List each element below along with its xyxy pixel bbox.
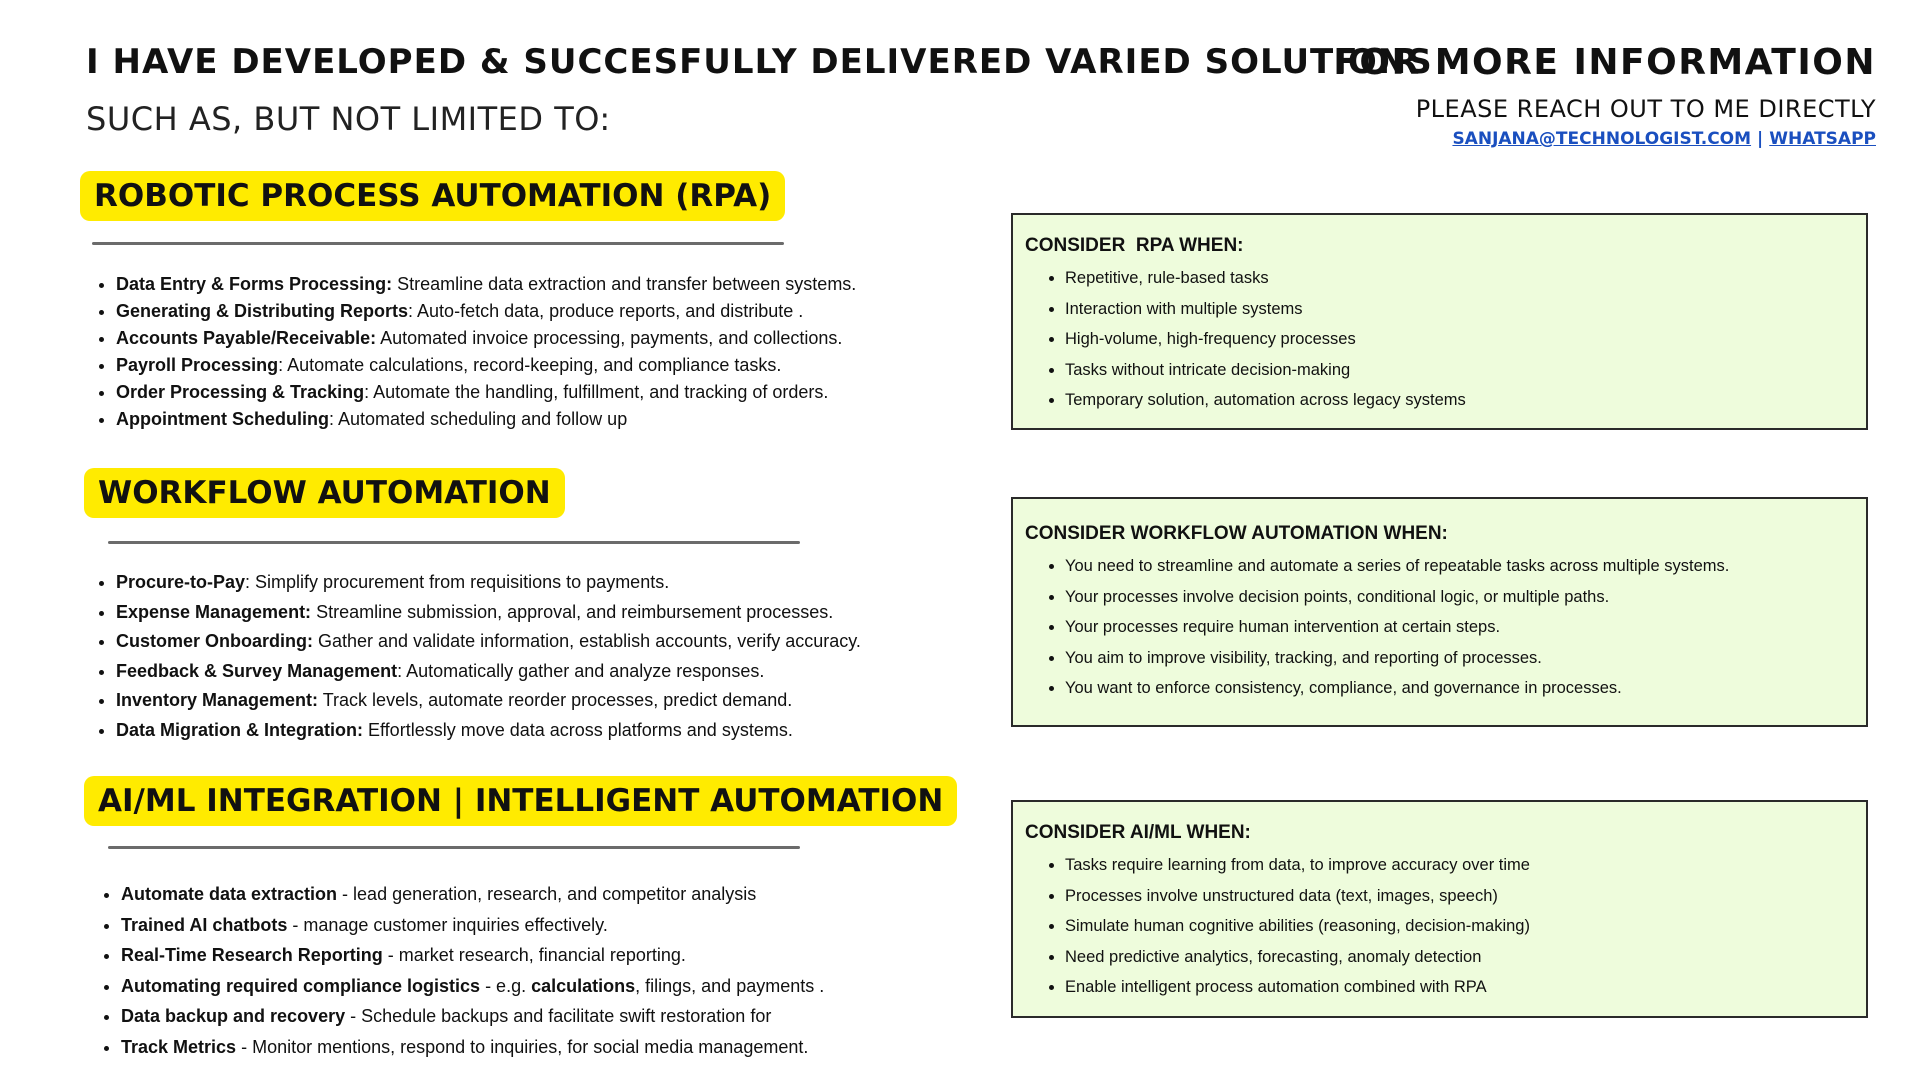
box-title: CONSIDER AI/ML WHEN: — [1025, 822, 1251, 843]
list-item: Simulate human cognitive abilities (reas… — [1065, 911, 1866, 942]
consider-workflow-box: CONSIDER WORKFLOW AUTOMATION WHEN: You n… — [1011, 497, 1868, 727]
list-item: Interaction with multiple systems — [1065, 294, 1866, 325]
page-headline: I HAVE DEVELOPED & SUCCESFULLY DELIVERED… — [86, 42, 1433, 82]
section-title-aiml: AI/ML INTEGRATION | INTELLIGENT AUTOMATI… — [84, 776, 958, 826]
consider-rpa-box: CONSIDER RPA WHEN: Repetitive, rule-base… — [1011, 213, 1868, 430]
workflow-solutions-list: Procure-to-Pay: Simplify procurement fro… — [86, 568, 861, 745]
list-item: Inventory Management: Track levels, auto… — [116, 686, 861, 716]
box-list: Tasks require learning from data, to imp… — [1025, 850, 1866, 1003]
email-link[interactable]: SANJANA@TECHNOLOGIST.COM — [1452, 129, 1752, 149]
list-item: Procure-to-Pay: Simplify procurement fro… — [116, 568, 861, 598]
box-list: Repetitive, rule-based tasks Interaction… — [1025, 263, 1866, 416]
list-item: Enable intelligent process automation co… — [1065, 972, 1866, 1003]
list-item: Order Processing & Tracking: Automate th… — [116, 379, 856, 406]
list-item: Accounts Payable/Receivable: Automated i… — [116, 325, 856, 352]
section-divider-aiml — [108, 846, 800, 849]
box-title: CONSIDER RPA WHEN: — [1025, 235, 1244, 256]
list-item: You need to streamline and automate a se… — [1065, 551, 1866, 582]
contact-subtitle: PLEASE REACH OUT TO ME DIRECTLY — [1415, 95, 1876, 123]
list-item: Customer Onboarding: Gather and validate… — [116, 627, 861, 657]
list-item: Automating required compliance logistics… — [121, 971, 824, 1002]
list-item: Processes involve unstructured data (tex… — [1065, 881, 1866, 912]
list-item: Real-Time Research Reporting - market re… — [121, 940, 824, 971]
list-item: High-volume, high-frequency processes — [1065, 324, 1866, 355]
contact-block: FOR MORE INFORMATION PLEASE REACH OUT TO… — [1156, 42, 1876, 149]
list-item: Track Metrics - Monitor mentions, respon… — [121, 1032, 824, 1063]
list-item: Your processes involve decision points, … — [1065, 582, 1866, 613]
list-item: Need predictive analytics, forecasting, … — [1065, 942, 1866, 973]
section-title-workflow: WORKFLOW AUTOMATION — [84, 468, 565, 518]
consider-aiml-box: CONSIDER AI/ML WHEN: Tasks require learn… — [1011, 800, 1868, 1018]
list-item: Trained AI chatbots - manage customer in… — [121, 910, 824, 941]
link-separator: | — [1757, 129, 1764, 149]
section-title-rpa: ROBOTIC PROCESS AUTOMATION (RPA) — [80, 171, 786, 221]
list-item: You want to enforce consistency, complia… — [1065, 673, 1866, 704]
list-item: Payroll Processing: Automate calculation… — [116, 352, 856, 379]
contact-links: SANJANA@TECHNOLOGIST.COM|WHATSAPP — [1156, 129, 1876, 149]
list-item: Automate data extraction - lead generati… — [121, 879, 824, 910]
list-item: Tasks require learning from data, to imp… — [1065, 850, 1866, 881]
list-item: Data Entry & Forms Processing: Streamlin… — [116, 271, 856, 298]
section-divider-rpa — [92, 242, 784, 245]
page-subheading: SUCH AS, BUT NOT LIMITED TO: — [86, 100, 611, 138]
list-item: Generating & Distributing Reports: Auto-… — [116, 298, 856, 325]
list-item: Feedback & Survey Management: Automatica… — [116, 657, 861, 687]
list-item: Your processes require human interventio… — [1065, 612, 1866, 643]
list-item: Data Migration & Integration: Effortless… — [116, 716, 861, 746]
box-title: CONSIDER WORKFLOW AUTOMATION WHEN: — [1025, 523, 1448, 544]
list-item: Tasks without intricate decision-making — [1065, 355, 1866, 386]
list-item: Appointment Scheduling: Automated schedu… — [116, 406, 856, 433]
list-item: Temporary solution, automation across le… — [1065, 385, 1866, 416]
section-divider-workflow — [108, 541, 800, 544]
list-item: Repetitive, rule-based tasks — [1065, 263, 1866, 294]
list-item: Expense Management: Streamline submissio… — [116, 598, 861, 628]
contact-title: FOR MORE INFORMATION — [1333, 42, 1876, 83]
list-item: Data backup and recovery - Schedule back… — [121, 1001, 824, 1032]
rpa-solutions-list: Data Entry & Forms Processing: Streamlin… — [86, 271, 856, 433]
aiml-solutions-list: Automate data extraction - lead generati… — [91, 879, 824, 1062]
whatsapp-link[interactable]: WHATSAPP — [1769, 129, 1876, 149]
box-list: You need to streamline and automate a se… — [1025, 551, 1866, 704]
list-item: You aim to improve visibility, tracking,… — [1065, 643, 1866, 674]
